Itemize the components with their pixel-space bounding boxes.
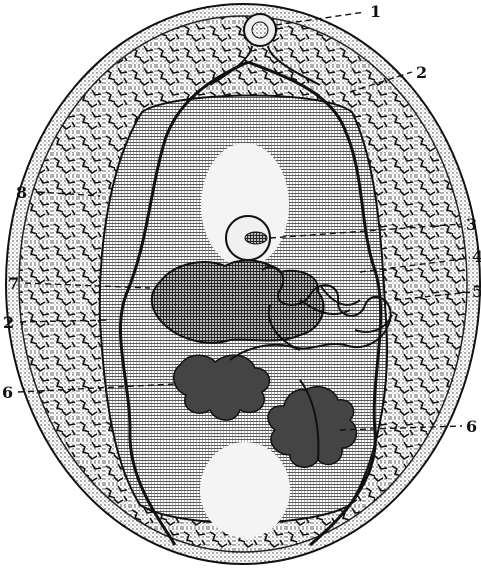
label-2-top: 2 xyxy=(416,63,427,82)
label-8: 8 xyxy=(16,183,27,202)
label-1: 1 xyxy=(370,2,381,21)
lower-light-area xyxy=(200,442,290,538)
organ-mass xyxy=(152,260,324,342)
label-6-left: 6 xyxy=(2,383,13,402)
label-3: 3 xyxy=(466,215,477,234)
label-2-left: 2 xyxy=(3,313,14,332)
label-7: 7 xyxy=(8,274,19,293)
label-5: 5 xyxy=(472,282,481,301)
label-6-right: 6 xyxy=(466,417,477,436)
label-4: 4 xyxy=(472,247,481,266)
